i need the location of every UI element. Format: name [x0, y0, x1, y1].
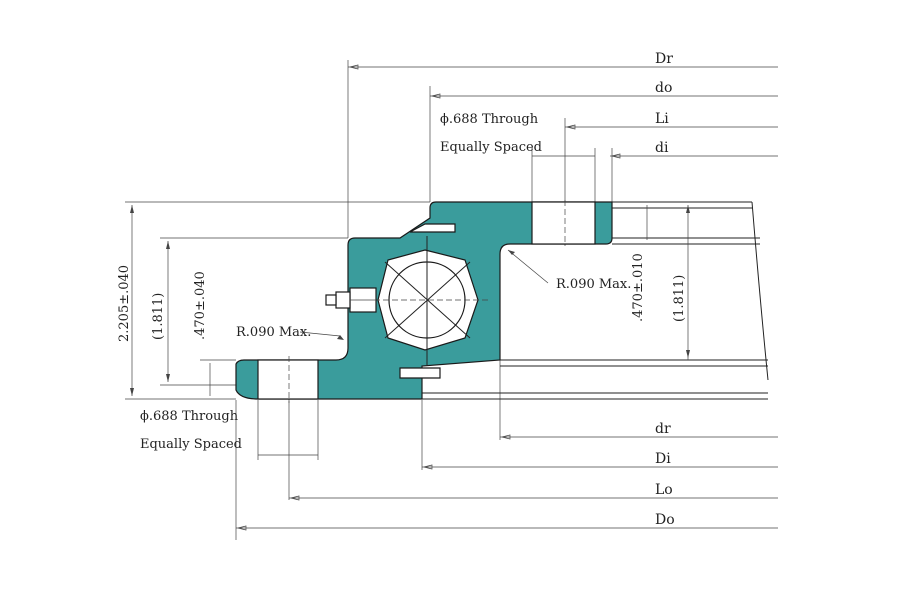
dim-inner-height-left: (1.811) — [151, 293, 166, 340]
height-extension-lines — [125, 201, 690, 400]
bottom-dimension-leaders — [236, 434, 778, 531]
extension-lines — [235, 60, 613, 540]
label-Lo: Lo — [655, 482, 673, 498]
roller-element — [365, 236, 490, 366]
radius-note-right: R.090 Max. — [556, 277, 631, 292]
top-mounting-hole — [531, 201, 596, 245]
hole-note-bottom-line2: Equally Spaced — [140, 437, 242, 452]
label-do: do — [655, 80, 672, 96]
mating-structure-lines — [422, 201, 769, 400]
radius-leader-left — [299, 331, 341, 337]
hole-note-top-line2: Equally Spaced — [440, 140, 542, 155]
label-Li: Li — [655, 111, 669, 127]
hole-note-bottom-line1: ϕ.688 Through — [140, 409, 239, 424]
hole-notes: ϕ.688 Through Equally Spaced ϕ.688 Throu… — [140, 112, 631, 452]
dim-flange-right: .470±.010 — [631, 253, 646, 322]
radius-note-left: R.090 Max. — [236, 325, 311, 340]
bottom-labels: dr Di Lo Do — [655, 421, 675, 528]
bottom-mounting-hole — [257, 359, 319, 400]
dim-overall-height: 2.205±.040 — [117, 265, 132, 342]
ring-gap-lower — [399, 367, 441, 379]
ring-gap — [409, 223, 456, 233]
dim-flange-left: .470±.040 — [193, 271, 208, 340]
radius-leader-right — [507, 249, 549, 284]
top-dimension-leaders — [348, 64, 778, 159]
lubrication-plug — [325, 287, 377, 313]
label-Di: Di — [655, 451, 671, 467]
label-di: di — [655, 140, 669, 156]
dimension-values: 2.205±.040 (1.811) .470±.040 .470±.010 (… — [117, 253, 687, 342]
hole-note-top-line1: ϕ.688 Through — [440, 112, 539, 127]
label-Do: Do — [655, 512, 675, 528]
dim-inner-height-right: (1.811) — [672, 275, 687, 322]
label-dr: dr — [655, 421, 671, 437]
top-labels: Dr do Li di — [655, 51, 673, 156]
label-Dr: Dr — [655, 51, 673, 67]
